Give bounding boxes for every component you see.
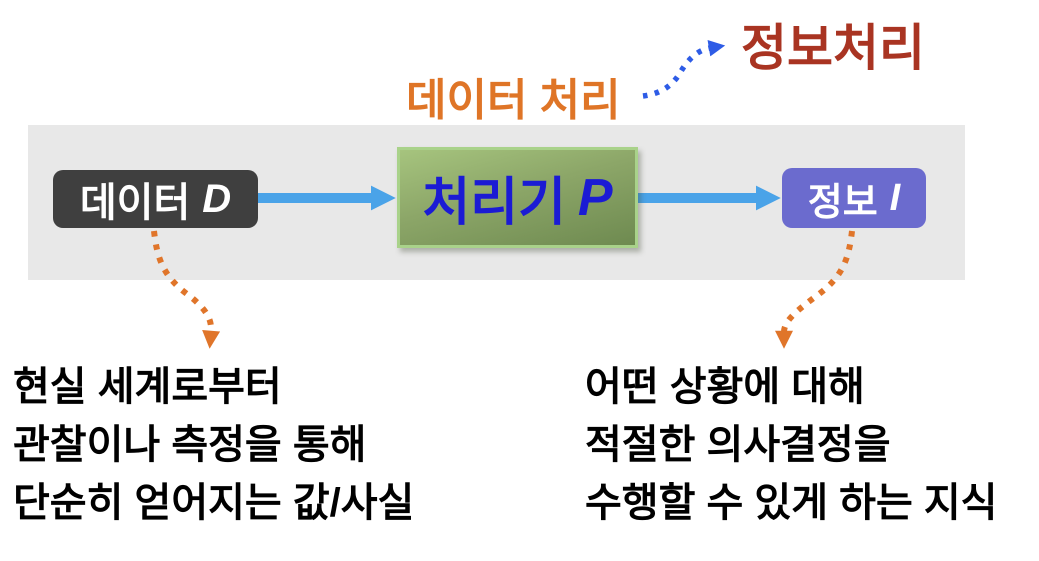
data-note-line: 관찰이나 측정을 통해 <box>13 423 367 467</box>
info-note-line: 적절한 의사결정을 <box>585 423 891 467</box>
info-note-line: 수행할 수 있게 하는 지식 <box>585 481 998 525</box>
data-box-label: 데이터 <box>79 181 191 225</box>
info-processing-heading: 정보처리 <box>741 20 925 76</box>
data-processing-heading: 데이터 처리 <box>406 76 621 125</box>
info-box-symbol: I <box>889 176 901 219</box>
info-note-line: 어떤 상황에 대해 <box>585 365 865 409</box>
annotation-arrow-data-note <box>151 230 221 349</box>
data-note-line: 현실 세계로부터 <box>13 365 282 409</box>
link-arrow-data-processing-to-info-processing <box>642 40 726 99</box>
data-box: 데이터 D <box>53 170 258 228</box>
annotation-arrow-info-note <box>775 230 855 349</box>
data-box-symbol: D <box>202 176 232 221</box>
processor-box: 처리기 P <box>397 147 638 248</box>
data-note-line: 단순히 얻어지는 값/사실 <box>13 481 415 525</box>
data-note: 현실 세계로부터 관찰이나 측정을 통해 단순히 얻어지는 값/사실 <box>13 358 414 532</box>
processor-box-symbol: P <box>577 168 613 227</box>
info-box-label: 정보 <box>807 181 878 224</box>
info-box: 정보 I <box>782 168 926 228</box>
info-note: 어떤 상황에 대해 적절한 의사결정을 수행할 수 있게 하는 지식 <box>585 358 997 532</box>
processor-box-label: 처리기 <box>422 174 566 232</box>
